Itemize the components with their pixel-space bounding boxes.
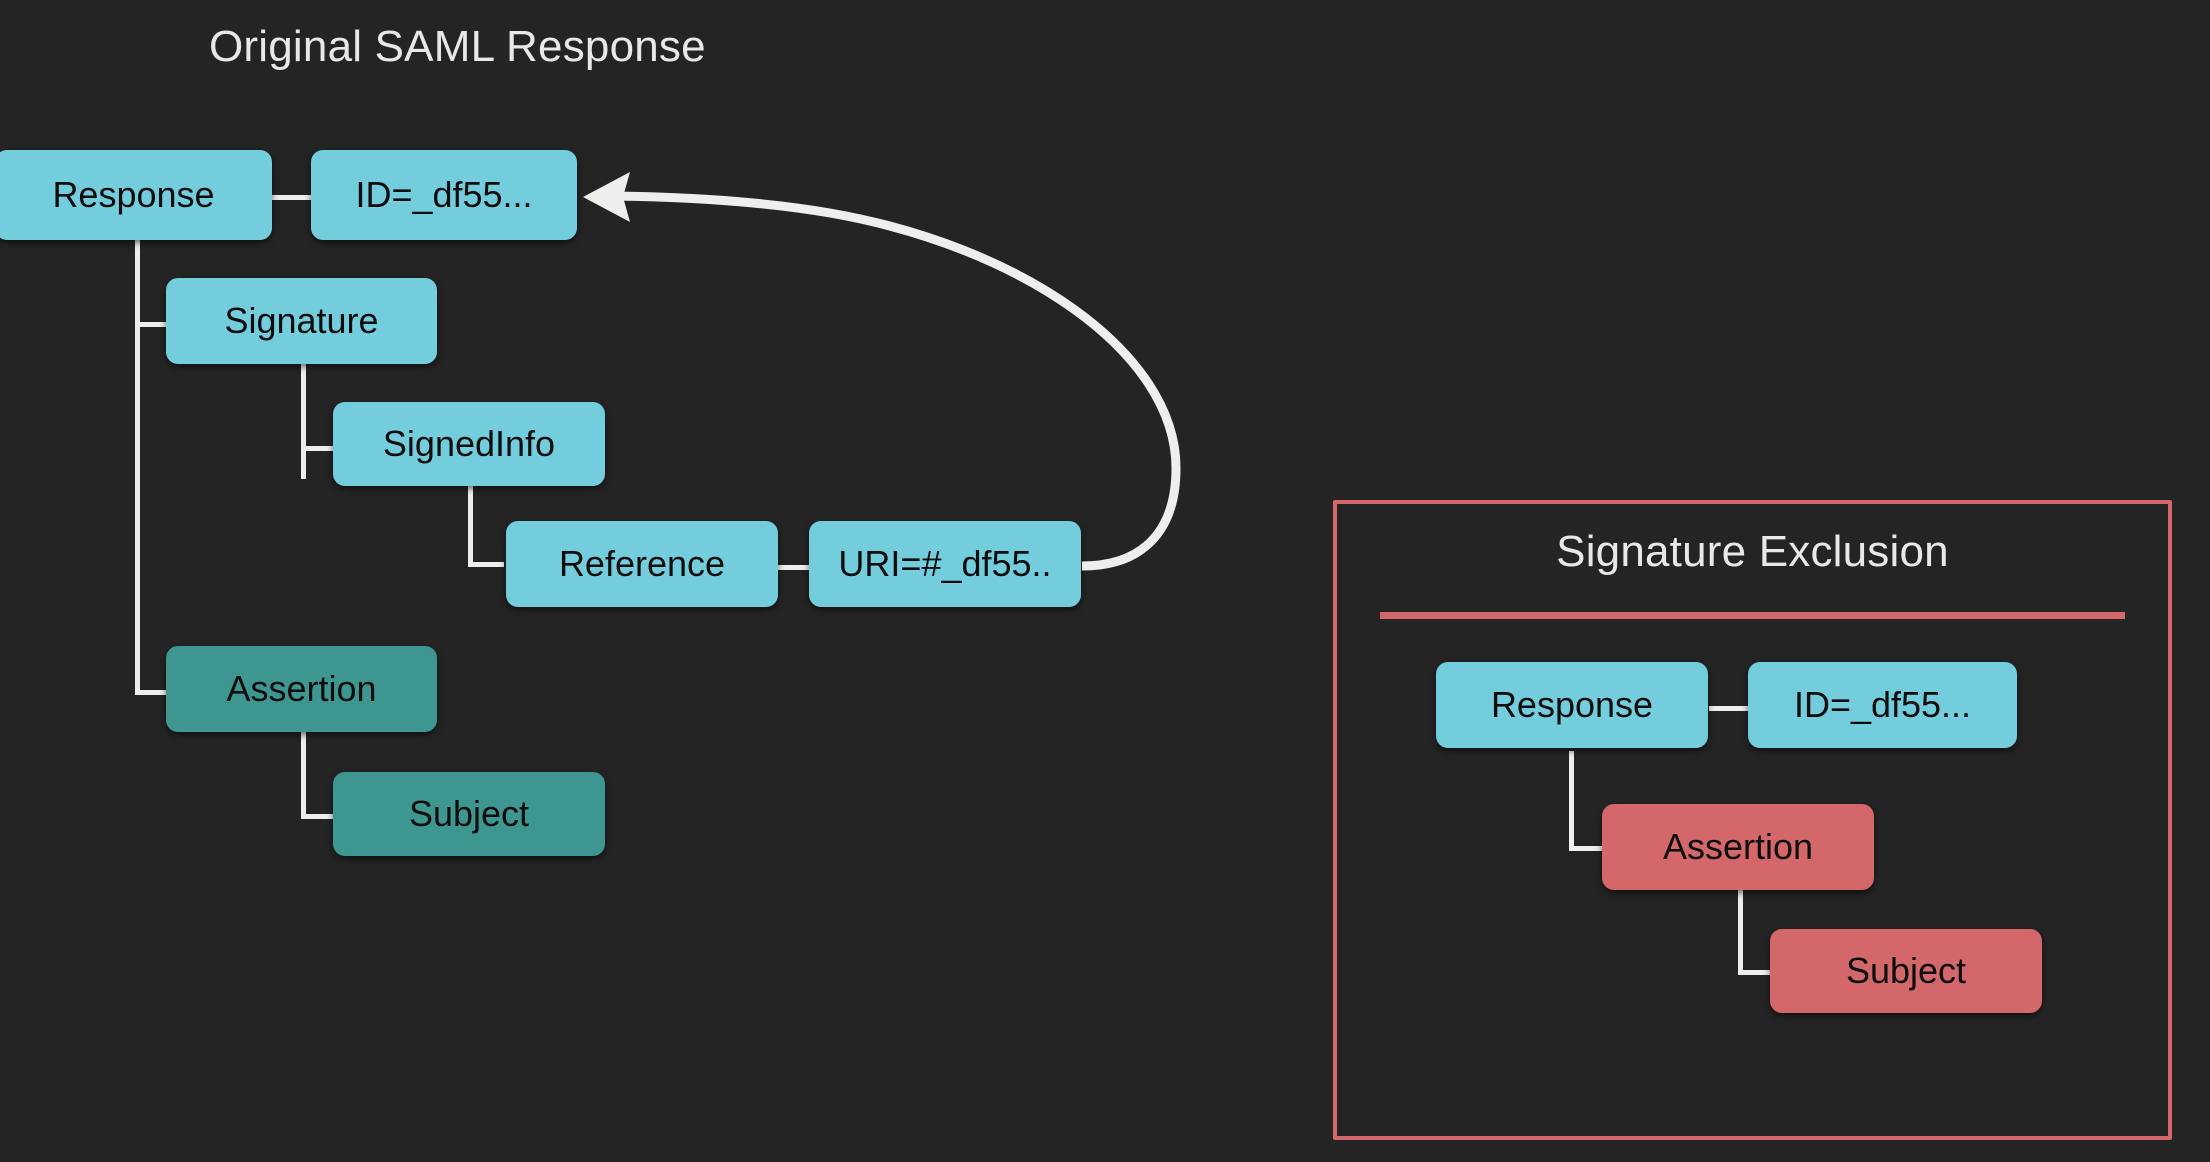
node-exclusion-id-attribute[interactable]: ID=_df55... — [1748, 662, 2017, 748]
connector-signedinfo-drop — [468, 484, 473, 567]
connector-x-assertion-drop — [1738, 890, 1743, 975]
node-uri-attribute-label: URI=#_df55.. — [838, 543, 1052, 584]
node-signedinfo[interactable]: SignedInfo — [333, 402, 605, 486]
node-response-label: Response — [52, 174, 215, 215]
connector-assertion-drop — [301, 730, 306, 818]
connector-x-response-to-x-id — [1709, 706, 1749, 711]
signature-exclusion-panel — [1333, 500, 2172, 1140]
connector-x-response-to-x-assertion — [1569, 846, 1602, 851]
node-id-attribute-label: ID=_df55... — [355, 174, 533, 215]
connector-signature-to-signedinfo — [301, 446, 334, 451]
node-exclusion-subject-label: Subject — [1845, 950, 1967, 991]
node-assertion[interactable]: Assertion — [166, 646, 437, 732]
left-tree-title: Original SAML Response — [209, 22, 706, 71]
connector-trunk-to-assertion — [135, 690, 168, 695]
connector-response-to-id — [272, 195, 312, 200]
node-exclusion-id-attribute-label: ID=_df55... — [1793, 684, 1972, 725]
exclusion-panel-divider — [1380, 612, 2125, 619]
node-assertion-label: Assertion — [226, 668, 377, 709]
connector-assertion-to-subject — [301, 814, 334, 819]
node-signature[interactable]: Signature — [166, 278, 437, 364]
node-reference[interactable]: Reference — [506, 521, 778, 607]
node-signedinfo-label: SignedInfo — [382, 423, 556, 464]
exclusion-panel-title: Signature Exclusion — [1556, 527, 1949, 576]
node-reference-label: Reference — [558, 543, 726, 584]
node-exclusion-subject[interactable]: Subject — [1770, 929, 2042, 1013]
connector-trunk-to-signature — [135, 322, 168, 327]
connector-reference-to-uri — [776, 565, 810, 570]
node-signature-label: Signature — [224, 300, 379, 341]
node-exclusion-assertion-label: Assertion — [1662, 826, 1814, 867]
connector-x-response-drop — [1569, 751, 1574, 851]
connector-signedinfo-to-reference — [468, 562, 504, 567]
node-subject-label: Subject — [408, 793, 530, 834]
connector-response-trunk — [135, 239, 140, 694]
node-id-attribute[interactable]: ID=_df55... — [311, 150, 577, 240]
node-uri-attribute[interactable]: URI=#_df55.. — [809, 521, 1081, 607]
node-response[interactable]: Response — [0, 150, 272, 240]
node-subject[interactable]: Subject — [333, 772, 605, 856]
node-exclusion-assertion[interactable]: Assertion — [1602, 804, 1874, 890]
node-exclusion-response-label: Response — [1490, 684, 1654, 725]
node-exclusion-response[interactable]: Response — [1436, 662, 1708, 748]
connector-x-assertion-to-x-subject — [1738, 970, 1771, 975]
connector-signature-drop — [301, 362, 306, 479]
